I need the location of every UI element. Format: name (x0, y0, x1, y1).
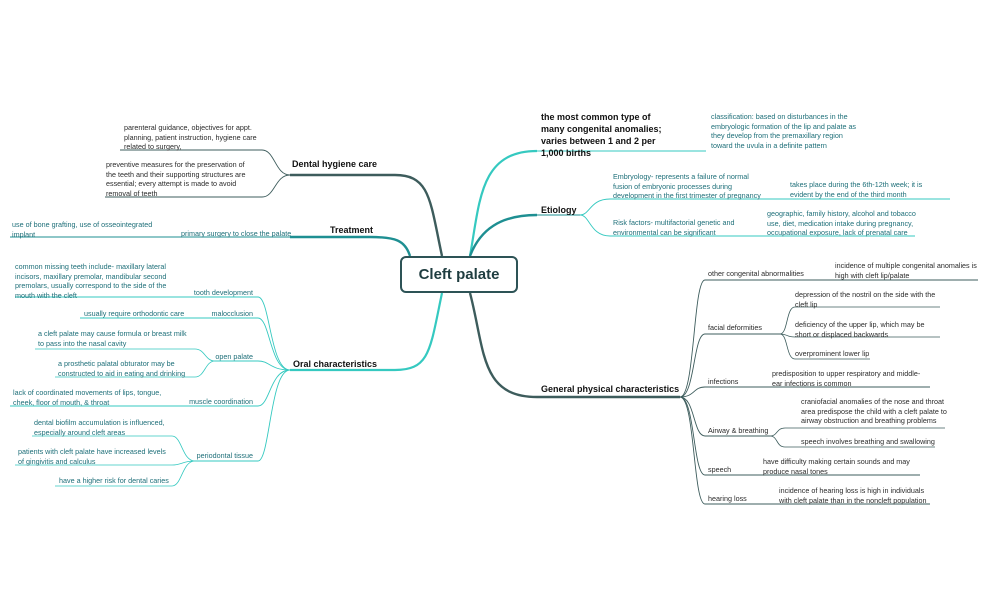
node-primary-surgery[interactable]: primary surgery to close the palate (181, 229, 292, 238)
node-hygiene-1[interactable]: parenteral guidance, objectives for appt… (124, 123, 257, 151)
topic-dental-hygiene-care[interactable]: Dental hygiene care (292, 159, 378, 169)
topic-most-common-type[interactable]: the most common type of many congenital … (541, 112, 662, 159)
node-risk-detail[interactable]: geographic, family history, alcohol and … (767, 209, 916, 237)
central-topic[interactable]: Cleft palate (400, 256, 518, 293)
node-malocclusion[interactable]: malocclusion (211, 309, 253, 318)
node-open-palate[interactable]: open palate (215, 352, 253, 361)
node-infections[interactable]: infections (708, 377, 739, 386)
node-facial-deformities[interactable]: facial deformities (708, 323, 762, 332)
node-facial-3[interactable]: overprominent lower lip (795, 349, 870, 358)
node-facial-2[interactable]: deficiency of the upper lip, which may b… (795, 320, 925, 339)
topic-etiology[interactable]: Etiology (541, 205, 577, 215)
topic-general-physical[interactable]: General physical characteristics (541, 384, 680, 394)
node-hearing-loss[interactable]: hearing loss (708, 494, 747, 503)
node-tooth-development[interactable]: tooth development (193, 288, 253, 297)
node-risk-factors[interactable]: Risk factors- multifactorial genetic and… (613, 218, 735, 237)
node-airway-2[interactable]: speech involves breathing and swallowing (801, 437, 935, 446)
node-open-2[interactable]: a prosthetic palatal obturator may be co… (58, 359, 186, 378)
node-speech-detail[interactable]: have difficulty making certain sounds an… (763, 457, 910, 476)
node-perio-1[interactable]: dental biofilm accumulation is influence… (34, 418, 165, 437)
topic-treatment[interactable]: Treatment (330, 225, 374, 235)
node-surgery-detail[interactable]: use of bone grafting, use of osseointegr… (12, 220, 153, 239)
node-embryology[interactable]: Embryology- represents a failure of norm… (613, 172, 761, 200)
node-muscle-coordination[interactable]: muscle coordination (189, 397, 253, 406)
node-infections-detail[interactable]: predisposition to upper respiratory and … (772, 369, 921, 388)
node-airway-1[interactable]: craniofacial anomalies of the nose and t… (801, 397, 947, 425)
node-muscle-detail[interactable]: lack of coordinated movements of lips, t… (13, 388, 162, 407)
node-hearing-detail[interactable]: incidence of hearing loss is high in ind… (779, 486, 927, 505)
node-perio-2[interactable]: patients with cleft palate have increase… (18, 447, 166, 466)
node-periodontal-tissue[interactable]: periodontal tissue (196, 451, 253, 460)
node-malocclusion-detail[interactable]: usually require orthodontic care (84, 309, 185, 318)
node-embryology-detail[interactable]: takes place during the 6th-12th week; it… (790, 180, 923, 199)
node-hygiene-2[interactable]: preventive measures for the preservation… (106, 160, 246, 198)
node-airway[interactable]: Airway & breathing (708, 426, 769, 435)
node-facial-1[interactable]: depression of the nostril on the side wi… (795, 290, 936, 309)
node-speech[interactable]: speech (708, 465, 732, 474)
node-other-abnormalities[interactable]: other congenital abnormalities (708, 269, 804, 278)
node-tooth-detail[interactable]: common missing teeth include- maxillary … (15, 262, 167, 300)
node-open-1[interactable]: a cleft palate may cause formula or brea… (38, 329, 187, 348)
topic-oral-characteristics[interactable]: Oral characteristics (293, 359, 378, 369)
node-perio-3[interactable]: have a higher risk for dental caries (59, 476, 169, 485)
node-other-detail[interactable]: incidence of multiple congenital anomali… (835, 261, 977, 280)
node-classification[interactable]: classification: based on disturbances in… (711, 112, 857, 150)
